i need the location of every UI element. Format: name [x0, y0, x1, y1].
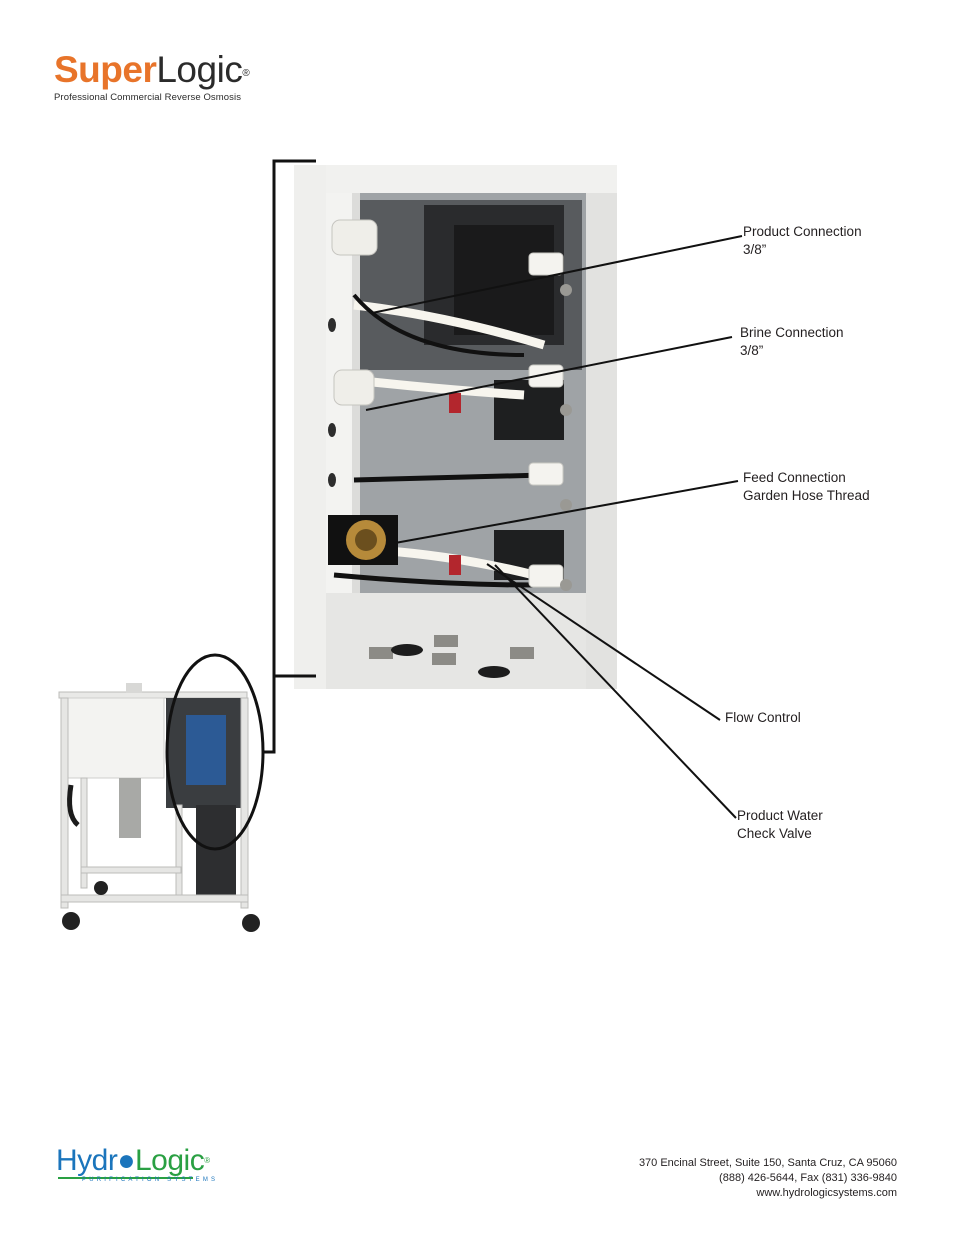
- connections-closeup-photo: [294, 165, 617, 689]
- logo-registered-mark: ®: [204, 1156, 210, 1165]
- callout-feed-connection: Feed Connection Garden Hose Thread: [743, 469, 870, 505]
- company-address: 370 Encinal Street, Suite 150, Santa Cru…: [639, 1156, 897, 1201]
- logo-swoosh: [58, 1177, 193, 1179]
- brand-super: Super: [54, 49, 157, 90]
- callout-line1: Flow Control: [725, 710, 801, 725]
- callout-line2: Check Valve: [737, 826, 812, 841]
- ro-system-photo: [58, 683, 260, 932]
- address-street: 370 Encinal Street, Suite 150, Santa Cru…: [638, 1157, 897, 1169]
- callout-flow-control: Flow Control: [725, 709, 801, 727]
- brand-registered-mark: ®: [242, 68, 250, 79]
- callout-line2: 3/8”: [743, 242, 767, 257]
- brand-logic: Logic: [156, 49, 243, 90]
- callout-line1: Product Connection: [743, 224, 862, 239]
- address-website: www.hydrologicsystems.com: [756, 1187, 897, 1199]
- logo-hydro: Hydr: [56, 1144, 118, 1177]
- callout-line1: Feed Connection: [743, 470, 846, 485]
- droplet-icon: ●: [117, 1144, 135, 1177]
- superlogic-logo: SuperLogic® Professional Commercial Reve…: [54, 49, 250, 104]
- address-phone: (888) 426-5644, Fax (831) 336-9840: [719, 1172, 897, 1184]
- callout-line2: Garden Hose Thread: [743, 488, 870, 503]
- callout-line2: 3/8”: [740, 343, 764, 358]
- callout-product-connection: Product Connection 3/8”: [743, 223, 862, 259]
- callout-brine-connection: Brine Connection 3/8”: [740, 324, 844, 360]
- hydrologic-logo: Hydr●Logic® PURIFICATION SYSTEMS: [56, 1144, 219, 1184]
- logo-subtitle: PURIFICATION SYSTEMS: [82, 1177, 219, 1183]
- callout-line1: Brine Connection: [740, 325, 844, 340]
- brand-tagline: Professional Commercial Reverse Osmosis: [54, 92, 242, 103]
- callout-check-valve: Product Water Check Valve: [737, 807, 823, 843]
- logo-logic: Logic: [134, 1144, 205, 1177]
- callout-line1: Product Water: [737, 808, 823, 823]
